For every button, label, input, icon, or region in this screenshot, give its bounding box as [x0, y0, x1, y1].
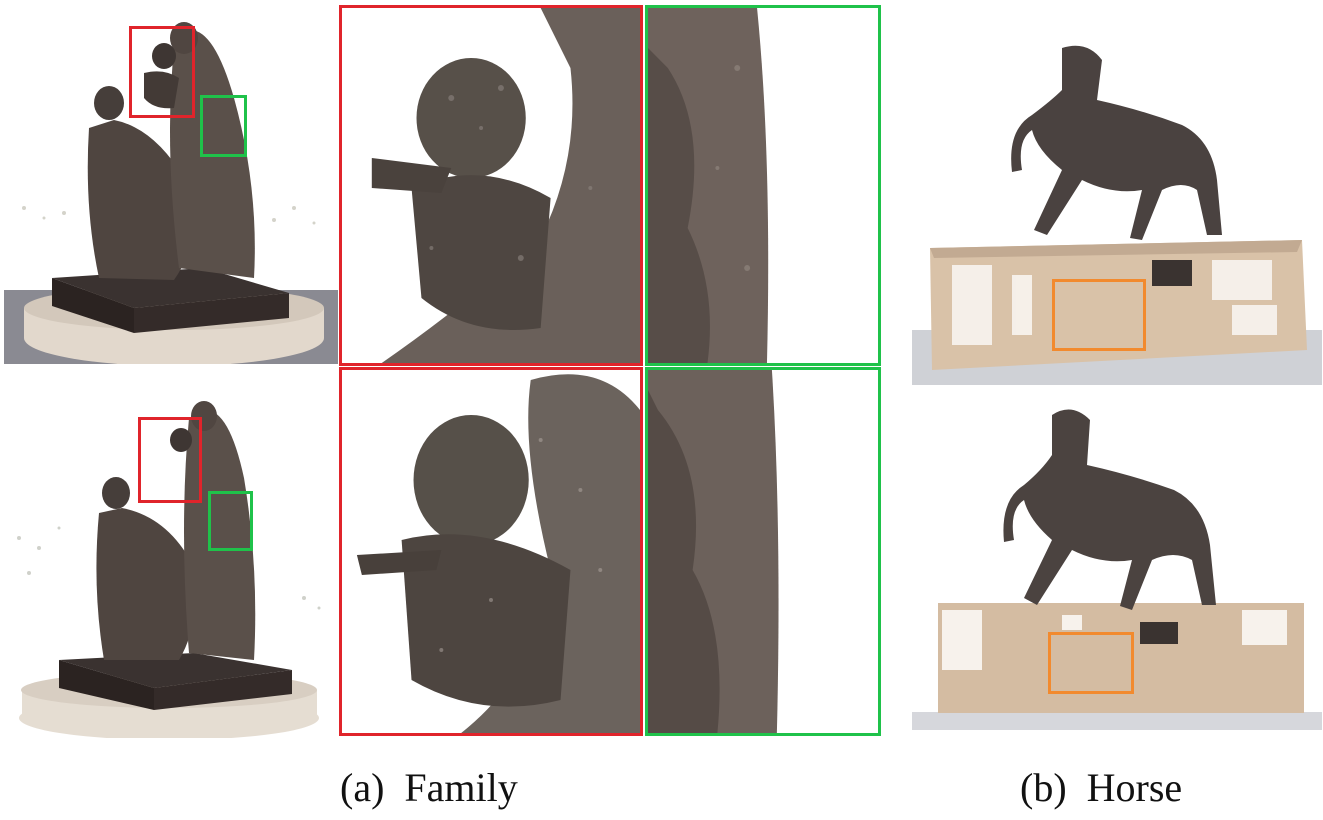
zoom-region-orange-top — [1052, 279, 1146, 351]
zoom-region-red-top — [129, 26, 195, 118]
horse-statue-render-bottom — [912, 409, 1322, 730]
horse-statue-render-top — [912, 45, 1322, 385]
caption-horse: (b) Horse — [1020, 764, 1182, 811]
zoom-region-green-bottom — [208, 491, 253, 551]
zoom-region-green-top — [200, 95, 247, 157]
zoom-crop-green-top — [645, 5, 881, 366]
caption-family-tag: (a) — [340, 765, 385, 810]
caption-family-name: Family — [404, 765, 518, 810]
zoom-region-orange-bottom — [1048, 632, 1134, 694]
zoom-crop-red-top — [339, 5, 643, 366]
zoom-crop-green-bottom — [645, 367, 881, 736]
caption-family: (a) Family — [340, 764, 518, 811]
zoom-crop-red-bottom — [339, 367, 643, 736]
horse-render-top — [912, 30, 1322, 385]
family-render-bottom — [4, 398, 338, 738]
caption-horse-tag: (b) — [1020, 765, 1067, 810]
family-statue-render-top — [4, 22, 338, 364]
caption-horse-name: Horse — [1086, 765, 1183, 810]
family-render-top — [4, 8, 338, 364]
zoom-region-red-bottom — [138, 417, 202, 503]
horse-render-bottom — [912, 400, 1322, 730]
